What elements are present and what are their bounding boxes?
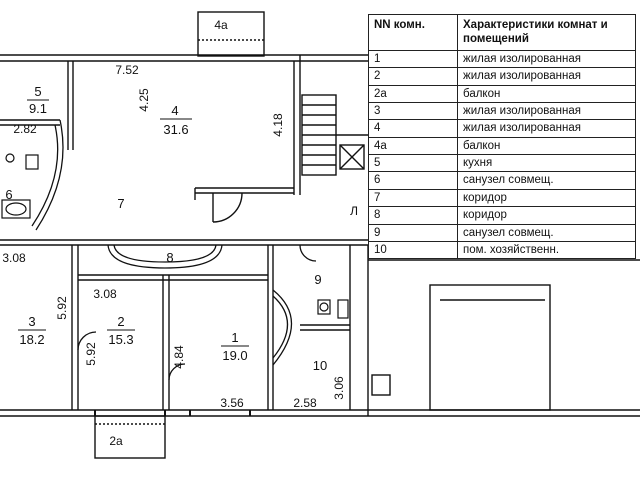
legend-room-description: коридор (457, 188, 636, 208)
dim-3-56: 3.56 (220, 396, 244, 410)
dim-3-08-left: 3.08 (2, 251, 26, 265)
legend-header-nn: NN комн. (368, 14, 458, 51)
legend-header-row: NN комн. Характеристики комнат и помещен… (368, 14, 636, 51)
room-3-area: 18.2 (19, 332, 44, 347)
legend-room-description: кухня (457, 153, 636, 173)
legend-room-number: 9 (368, 223, 458, 242)
room-1-area: 19.0 (222, 348, 247, 363)
dim-2-82: 2.82 (13, 122, 37, 136)
balcony-4a-label: 4а (214, 18, 228, 32)
room-3-number: 3 (28, 314, 35, 329)
room-6-number: 6 (5, 187, 12, 202)
room-7-number: 7 (117, 196, 124, 211)
dim-4-84: 4.84 (172, 345, 186, 369)
legend-room-description: жилая изолированная (457, 119, 636, 138)
legend-room-description: пом. хозяйственн. (457, 240, 636, 260)
legend-room-description: балкон (457, 136, 636, 156)
legend-room-number: 1 (368, 49, 458, 69)
legend-room-number: 10 (368, 240, 458, 260)
legend-room-number: 5 (368, 153, 458, 173)
legend-room-number: 2а (368, 84, 458, 103)
legend-room-description: санузел совмещ. (457, 223, 636, 242)
walls (0, 11, 640, 459)
legend-room-number: 6 (368, 171, 458, 190)
dim-7-52: 7.52 (115, 63, 139, 77)
legend-room-number: 4а (368, 136, 458, 156)
legend-room-description: жилая изолированная (457, 49, 636, 69)
legend-room-description: жилая изолированная (457, 67, 636, 86)
dim-4-18: 4.18 (271, 113, 285, 137)
legend-room-number: 7 (368, 188, 458, 208)
balcony-2a-label: 2а (109, 434, 123, 448)
room-5-area: 9.1 (29, 101, 47, 116)
legend-room-number: 4 (368, 119, 458, 138)
legend-room-description: коридор (457, 206, 636, 225)
legend-room-number: 8 (368, 206, 458, 225)
room-9-number: 9 (314, 272, 321, 287)
sanitary-fixtures (1, 153, 349, 319)
room-4-number: 4 (171, 103, 178, 118)
dim-2-58: 2.58 (293, 396, 317, 410)
room-10-number: 10 (313, 358, 327, 373)
dim-3-08-mid: 3.08 (93, 287, 117, 301)
dim-5-92-mid: 5.92 (84, 342, 98, 366)
dim-4-25: 4.25 (137, 88, 151, 112)
dim-3-06: 3.06 (332, 376, 346, 400)
legend-room-description: санузел совмещ. (457, 171, 636, 190)
curved-partitions (31, 119, 317, 381)
dim-5-92-left: 5.92 (55, 296, 69, 320)
legend-header-desc: Характеристики комнат и помещений (457, 14, 636, 51)
stair-label: Л (350, 204, 358, 218)
legend-room-description: жилая изолированная (457, 101, 636, 121)
legend-room-number: 2 (368, 67, 458, 86)
room-4-area: 31.6 (163, 122, 188, 137)
room-5-number: 5 (34, 84, 41, 99)
room-2-number: 2 (117, 314, 124, 329)
room-legend-table: NN комн. Характеристики комнат и помещен… (368, 14, 636, 260)
room-8-number: 8 (166, 250, 173, 265)
room-1-number: 1 (231, 330, 238, 345)
legend-room-number: 3 (368, 101, 458, 121)
room-2-area: 15.3 (108, 332, 133, 347)
legend-room-description: балкон (457, 84, 636, 103)
